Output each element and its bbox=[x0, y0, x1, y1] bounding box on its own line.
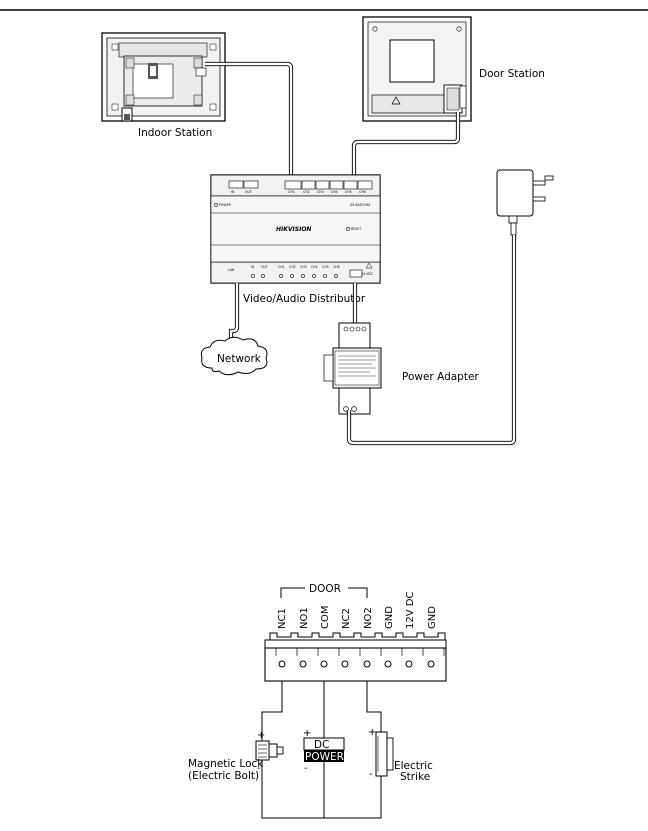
distributor-in-label: IN bbox=[231, 190, 235, 194]
lan-label: LAN bbox=[228, 268, 235, 272]
power-adapter-device bbox=[323, 322, 382, 415]
bottom-channel-label: CH3 bbox=[300, 265, 307, 269]
bottom-channel-label: CH4 bbox=[311, 265, 318, 269]
dc-minus-sign: - bbox=[304, 763, 308, 774]
bottom-channel-label: CH5 bbox=[322, 265, 329, 269]
ac-plug bbox=[496, 169, 554, 236]
door-station-label: Door Station bbox=[479, 68, 545, 80]
electric-strike-sublabel: Strike bbox=[400, 771, 430, 783]
door-bracket bbox=[280, 587, 368, 598]
maglock-minus-sign: - bbox=[257, 763, 261, 774]
top-channel-label: CH2 bbox=[303, 190, 310, 194]
top-channel-label: CH3 bbox=[317, 190, 324, 194]
distributor-device bbox=[210, 174, 381, 284]
terminal-label: NC2 bbox=[341, 608, 352, 629]
dc-power-source bbox=[303, 737, 345, 762]
bottom-out-label: OUT bbox=[261, 265, 268, 269]
terminal-label: GND bbox=[384, 606, 395, 629]
terminal-block bbox=[264, 632, 447, 682]
wiring-diagram: Indoor Station Door Station bbox=[101, 16, 554, 446]
terminal-label: NC1 bbox=[277, 608, 288, 629]
door-station-device bbox=[362, 16, 472, 122]
electric-strike-label: Electric bbox=[394, 760, 433, 772]
strike-minus-sign: - bbox=[369, 769, 373, 780]
brand-logo: HIKVISION bbox=[276, 226, 311, 233]
magnetic-lock bbox=[255, 740, 284, 761]
terminal-label: NO1 bbox=[299, 607, 310, 629]
network-cloud bbox=[200, 336, 268, 376]
distributor-label: Video/Audio Distributor bbox=[243, 293, 366, 305]
bottom-channel-label: CH6 bbox=[333, 265, 340, 269]
electric-strike bbox=[375, 731, 394, 777]
power-adapter-label: Power Adapter bbox=[402, 371, 479, 383]
terminal-label: 12V DC bbox=[405, 592, 416, 629]
dc-plus-sign: + bbox=[303, 728, 311, 739]
lock-wiring-diagram: DOOR NC1 NO1 COM NC2 NO2 GND 12V DC GND bbox=[188, 583, 447, 819]
indoor-station-device bbox=[101, 32, 226, 122]
maglock-plus-sign: + bbox=[257, 730, 265, 741]
terminal-label: COM bbox=[320, 606, 331, 629]
network-label: Network bbox=[217, 353, 262, 365]
top-channel-label: CH1 bbox=[288, 190, 295, 194]
power-label: POWER bbox=[305, 751, 344, 763]
magnetic-lock-sublabel: (Electric Bolt) bbox=[188, 770, 259, 782]
top-channel-label: CH5 bbox=[345, 190, 352, 194]
bottom-channel-label: CH2 bbox=[289, 265, 296, 269]
distributor-out-label: OUT bbox=[245, 190, 252, 194]
top-channel-label: CH6 bbox=[359, 190, 366, 194]
bottom-channel-label: CH1 bbox=[278, 265, 285, 269]
model-label: DS-KAD7060 bbox=[350, 203, 370, 207]
bottom-in-label: IN bbox=[251, 265, 255, 269]
reset-label: RESET bbox=[351, 227, 361, 231]
terminal-label: GND bbox=[427, 606, 438, 629]
top-channel-label: CH4 bbox=[331, 190, 338, 194]
door-station-cable bbox=[351, 112, 461, 182]
magnetic-lock-label: Magnetic Lock bbox=[188, 758, 264, 770]
dc-input-label: 24 VDC bbox=[361, 272, 374, 276]
strike-plus-sign: + bbox=[368, 727, 376, 738]
terminal-label: NO2 bbox=[363, 607, 374, 629]
indoor-station-label: Indoor Station bbox=[138, 127, 212, 139]
door-group-label: DOOR bbox=[309, 583, 341, 595]
dc-label: DC bbox=[314, 739, 329, 751]
power-indicator-label: POWER bbox=[219, 203, 232, 207]
